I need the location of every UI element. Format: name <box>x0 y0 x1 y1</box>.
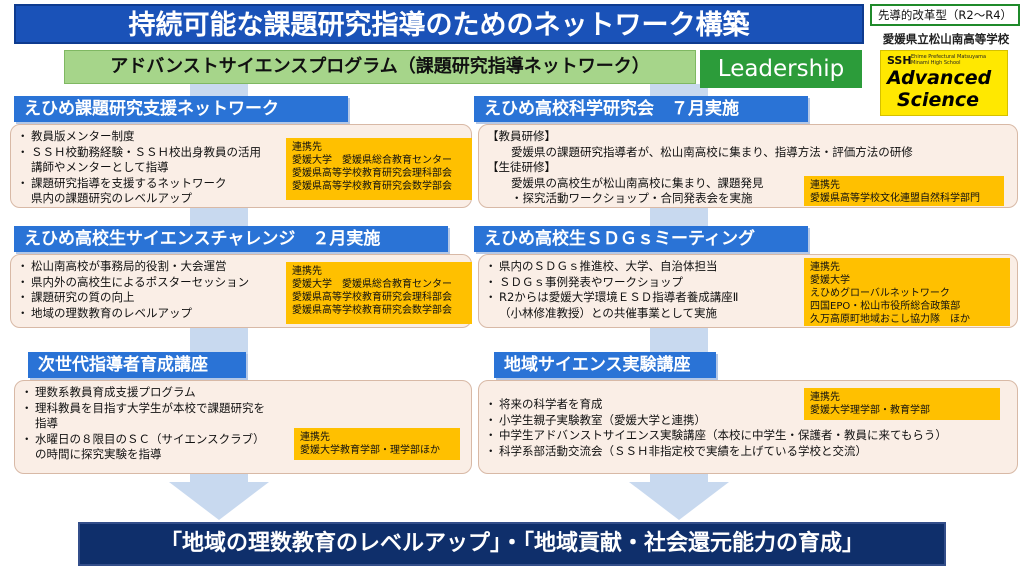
list-item: 課題研究指導を支援するネットワーク 県内の課題研究のレベルアップ <box>17 176 463 207</box>
list-item: 中学生アドバンストサイエンス実験講座（本校に中学生・保護者・教員に来てもらう） <box>485 428 1009 444</box>
list-item: 理科教員を目指す大学生が本校で課題研究を 指導 <box>21 401 463 432</box>
teacher-training-text: 愛媛県の課題研究指導者が、松山南高校に集まり、指導方法・評価方法の研修 <box>511 144 913 159</box>
list-item: 教員版メンター制度 <box>17 129 463 145</box>
logo-line2: Science <box>897 89 980 111</box>
list-item: 理数系教員育成支援プログラム <box>21 385 463 401</box>
school-name: 愛媛県立松山南高等学校 <box>882 32 1010 46</box>
logo-line1: Advanced <box>887 67 992 89</box>
program-type-tag: 先導的改革型（R2〜R4） <box>870 4 1020 26</box>
program-title-bar: アドバンストサイエンスプログラム（課題研究指導ネットワーク） <box>64 50 696 84</box>
section-header-sdgs-meeting: えひめ高校生ＳＤＧｓミーティング <box>474 226 808 252</box>
list-item: 県内のＳＤＧｓ推進校、大学、自治体担当 <box>485 259 1009 275</box>
partner-box-science-challenge: 連携先 愛媛大学 愛媛県総合教育センター 愛媛県高等学校教育研究会理科部会 愛媛… <box>286 262 472 324</box>
section-header-support-network: えひめ課題研究支援ネットワーク <box>14 96 348 122</box>
page-title: 持続可能な課題研究指導のためのネットワーク構築 <box>14 4 864 44</box>
student-training-label: 【生徒研修】 <box>487 160 556 174</box>
next-gen-course-list: 理数系教員育成支援プログラム 理科教員を目指す大学生が本校で課題研究を 指導 水… <box>21 385 463 463</box>
logo-ssh-text: SSH <box>887 54 912 67</box>
sdgs-meeting-list: 県内のＳＤＧｓ推進校、大学、自治体担当 ＳＤＧｓ事例発表やワークショップ R2か… <box>485 259 1009 321</box>
list-item: 課題研究の質の向上 <box>17 290 463 306</box>
list-item: R2からは愛媛大学環境ＥＳＤ指導者養成講座Ⅱ （小林修准教授）との共催事業として… <box>485 290 1009 321</box>
section-header-research-meeting: えひめ高校科学研究会 ７月実施 <box>474 96 808 122</box>
list-item: 県内外の高校生によるポスターセッション <box>17 275 463 291</box>
list-item: 地域の理数教育のレベルアップ <box>17 306 463 322</box>
list-item: 将来の科学者を育成 <box>485 397 1009 413</box>
list-item: 水曜日の８限目のＳＣ（サイエンスクラブ） の時間に探究実験を指導 <box>21 432 463 463</box>
leadership-label: Leadership <box>700 50 862 88</box>
left-arrow-head <box>169 482 269 520</box>
section-header-next-gen-course: 次世代指導者育成講座 <box>28 352 246 378</box>
science-challenge-list: 松山南高校が事務局的役割・大会運営 県内外の高校生によるポスターセッション 課題… <box>17 259 463 322</box>
list-item: 松山南高校が事務局的役割・大会運営 <box>17 259 463 275</box>
support-network-list: 教員版メンター制度 ＳＳＨ校勤務経験・ＳＳＨ校出身教員の活用 講師やメンターとし… <box>17 129 463 207</box>
student-training-text: 愛媛県の高校生が松山南高校に集まり、課題発見 ・探究活動ワークショップ・合同発表… <box>511 175 764 206</box>
list-item: ＳＤＧｓ事例発表やワークショップ <box>485 275 1009 291</box>
partner-box-local-science: 連携先 愛媛大学理学部・教育学部 <box>804 388 1000 420</box>
section-header-science-challenge: えひめ高校生サイエンスチャレンジ ２月実施 <box>14 226 448 252</box>
list-item: ＳＳＨ校勤務経験・ＳＳＨ校出身教員の活用 講師やメンターとして指導 <box>17 145 463 176</box>
teacher-training-label: 【教員研修】 <box>487 129 556 143</box>
partner-box-next-gen-course: 連携先 愛媛大学教育学部・理学部ほか <box>294 428 460 460</box>
logo-subtitle: Ehime Prefectural Matsuyama Minami High … <box>911 54 987 66</box>
section-header-local-science: 地域サイエンス実験講座 <box>494 352 716 378</box>
section-box-research-meeting: 【教員研修】 愛媛県の課題研究指導者が、松山南高校に集まり、指導方法・評価方法の… <box>478 124 1018 208</box>
list-item: 小学生親子実験教室（愛媛大学と連携） <box>485 413 1009 429</box>
ssh-advanced-science-logo: SSH Ehime Prefectural Matsuyama Minami H… <box>880 50 1008 116</box>
right-arrow-head <box>629 482 729 520</box>
list-item: 科学系部活動交流会（ＳＳＨ非指定校で実績を上げている学校と交流） <box>485 444 1009 460</box>
local-science-list: 将来の科学者を育成 小学生親子実験教室（愛媛大学と連携） 中学生アドバンストサイ… <box>485 397 1009 460</box>
partner-box-research-meeting: 連携先 愛媛県高等学校文化連盟自然科学部門 <box>804 176 1004 206</box>
footer-goal-banner: 「地域の理数教育のレベルアップ」・「地域貢献・社会還元能力の育成」 <box>78 522 946 566</box>
partner-box-support-network: 連携先 愛媛大学 愛媛県総合教育センター 愛媛県高等学校教育研究会理科部会 愛媛… <box>286 138 472 200</box>
partner-box-sdgs-meeting: 連携先 愛媛大学 えひめグローバルネットワーク 四国EPO・松山市役所総合政策部… <box>804 258 1010 326</box>
